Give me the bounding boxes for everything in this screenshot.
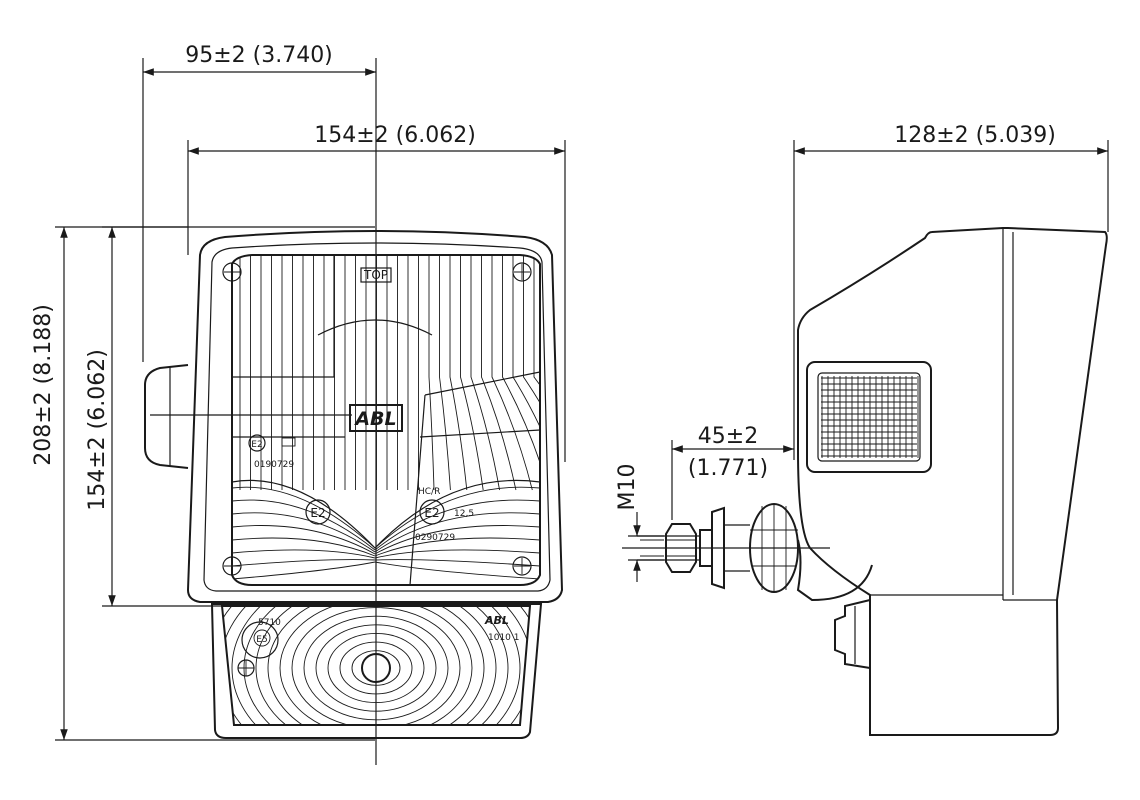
lens-flute <box>449 255 468 491</box>
dim-95: 95±2 (3.740) <box>185 43 333 68</box>
lens-fan-line <box>232 512 376 553</box>
lens-ring <box>243 606 509 725</box>
front-dimensions: 95±2 (3.740) 154±2 (6.062) 208±2 (8.188)… <box>31 43 566 741</box>
ref-marking: 12,5 <box>454 509 474 519</box>
lens-flute <box>439 255 451 491</box>
lens-flute <box>470 255 501 491</box>
approval-mark-2: E2 <box>305 499 331 525</box>
mount-boss <box>144 364 189 469</box>
lens-fan-line <box>232 486 376 549</box>
front-housing-inner <box>203 242 551 592</box>
dim-128-depth: 128±2 (5.039) <box>894 123 1056 148</box>
code-2: 0290729 <box>415 533 455 543</box>
lens-flute <box>428 255 435 491</box>
lens-fan-line <box>374 486 540 549</box>
lens-ring <box>351 650 401 686</box>
screw-bottom-right <box>512 556 532 576</box>
approval-mark-4: E5 <box>241 621 279 659</box>
lens-fan-line <box>232 537 376 557</box>
dim-154-height: 154±2 (6.062) <box>85 349 110 511</box>
side-marker-grid <box>821 376 919 458</box>
screw-bottom-left <box>222 556 242 576</box>
dim-208-height: 208±2 (8.188) <box>31 304 56 466</box>
upper-lens-pattern <box>232 255 540 585</box>
lower-housing <box>210 603 543 739</box>
lens-fan-line <box>374 549 540 559</box>
lens-flute <box>533 255 540 491</box>
lower-logo: ABL <box>484 614 509 627</box>
lens-fan-line <box>374 525 540 555</box>
side-body <box>797 227 1108 736</box>
lens-ring <box>339 641 413 695</box>
approval-mark-1: E2 <box>248 434 266 452</box>
screw-top-right <box>512 262 532 282</box>
lens-ring <box>267 606 485 725</box>
lower-lens-pattern <box>222 606 530 725</box>
lens-fan-line <box>232 525 376 555</box>
nut <box>665 523 697 573</box>
lens-fan-line <box>232 561 376 580</box>
svg-text:E2: E2 <box>310 506 325 520</box>
lens-ring <box>255 606 497 725</box>
front-housing-outer <box>186 230 564 603</box>
lens-fan-line <box>232 559 376 567</box>
lens-flute <box>481 255 517 491</box>
svg-text:E5: E5 <box>256 635 267 645</box>
lens-fan-line <box>232 499 376 551</box>
lens-flute <box>502 255 540 491</box>
side-marker-lens <box>817 372 921 462</box>
side-view <box>622 227 1108 736</box>
lens-fan-line <box>374 559 540 567</box>
dim-45: 45±2 <box>698 424 758 449</box>
abl-logo: ABL <box>353 408 396 430</box>
mount-arm <box>796 539 873 602</box>
lens-fan-line <box>374 561 540 580</box>
approval-mark-3: E2 <box>419 499 445 525</box>
lens-ring <box>315 624 437 712</box>
lens-ring <box>327 633 425 703</box>
side-dimensions: 128±2 (5.039) 45±2 (1.771) M10 <box>615 123 1109 582</box>
lower-lens-outline <box>220 605 532 726</box>
lens-ring <box>279 606 473 725</box>
lower-code: 1010 1 <box>488 633 520 643</box>
lens-ring <box>303 615 449 721</box>
lens-flute <box>523 255 540 491</box>
lens-fan-line <box>374 499 540 551</box>
connector-stub <box>834 599 871 669</box>
svg-text:E2: E2 <box>251 440 262 450</box>
code-3: 5710 <box>258 618 281 628</box>
dim-45-in: (1.771) <box>688 456 768 481</box>
svg-text:E2: E2 <box>424 506 439 520</box>
lens-flute <box>460 255 484 491</box>
lens-flute <box>512 255 540 491</box>
screw-top-left <box>222 262 242 282</box>
upper-lens-outline <box>231 254 541 586</box>
lens-ring <box>231 606 521 725</box>
front-view: TOP ABL E2 0190729 E2 E2 HC/R 12,5 02907… <box>144 58 564 765</box>
lens-fan-line <box>374 512 540 553</box>
side-marker-frame <box>806 361 932 473</box>
lens-ring <box>291 607 461 725</box>
lens-fan-line <box>232 549 376 559</box>
lens-fan-line <box>374 537 540 557</box>
small-mark <box>281 437 296 447</box>
dim-154-width: 154±2 (6.062) <box>314 123 476 148</box>
lens-flute <box>491 255 533 491</box>
class-marking: HC/R <box>418 487 440 497</box>
code-1: 0190729 <box>254 460 294 470</box>
dim-m10: M10 <box>615 464 640 511</box>
